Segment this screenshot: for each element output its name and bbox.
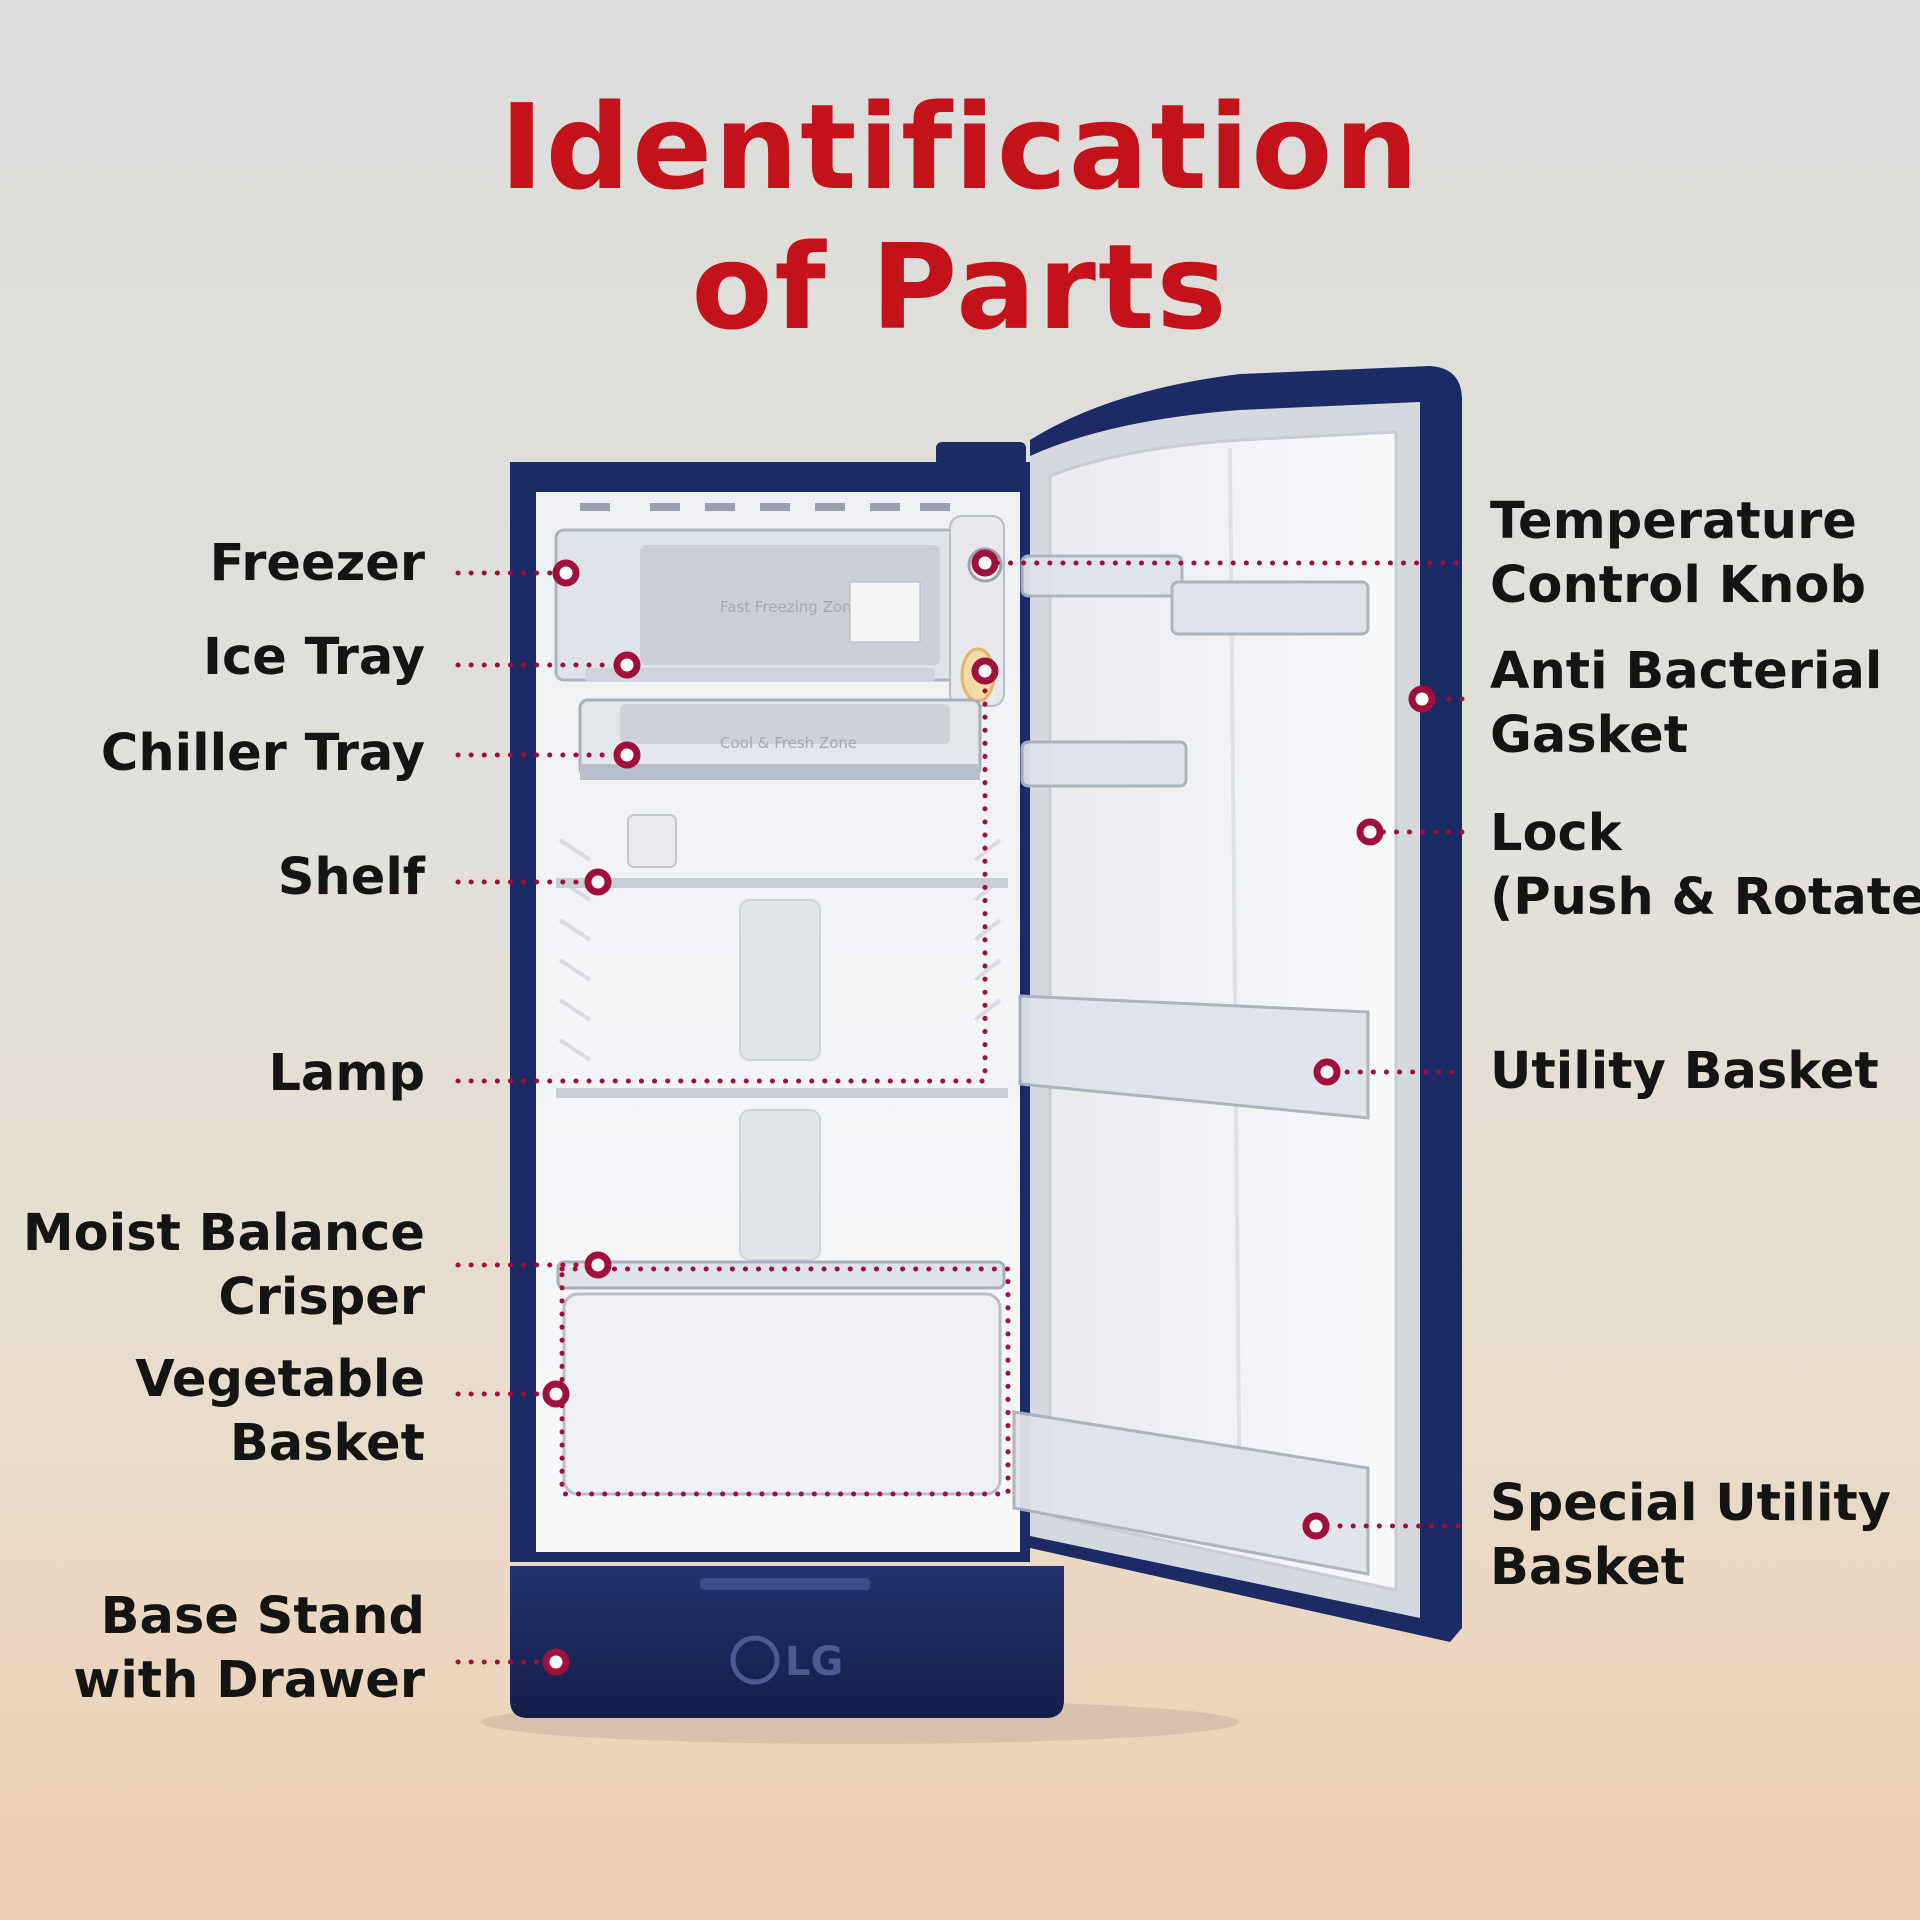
door-bin-middle	[1020, 740, 1188, 788]
door-bin-upper-left	[1020, 554, 1184, 598]
base-stand: LG	[510, 1566, 1064, 1718]
spec-sticker	[849, 581, 921, 643]
label-temperature-control-knob: Temperature Control Knob	[1490, 492, 1866, 615]
page-title-line-1: Identification	[499, 78, 1421, 216]
label-chiller-tray: Chiller Tray	[100, 724, 425, 783]
label-vegetable-basket: Vegetable Basket	[135, 1350, 425, 1473]
lg-logo-icon	[730, 1635, 780, 1685]
glass-shelf-lower	[556, 1088, 1008, 1098]
label-lamp: Lamp	[268, 1044, 425, 1103]
chiller-zone-text: Cool & Fresh Zone	[720, 734, 857, 752]
label-lock-push-rotate: Lock (Push & Rotate)	[1490, 804, 1920, 927]
label-shelf: Shelf	[277, 848, 425, 907]
label-freezer: Freezer	[209, 534, 425, 593]
label-ice-tray: Ice Tray	[203, 628, 425, 687]
label-utility-basket: Utility Basket	[1490, 1042, 1879, 1101]
callout-lines	[455, 560, 1465, 1665]
brand-logo-text: LG	[785, 1639, 843, 1685]
utility-basket-shape	[1018, 994, 1370, 1120]
water-outlet	[627, 814, 677, 868]
callout-markers	[542, 549, 1436, 1676]
fridge-door	[1012, 366, 1462, 1642]
page-title-line-2: of Parts	[691, 218, 1229, 356]
vegetable-basket	[562, 1292, 1002, 1496]
freezer-zone-text: Fast Freezing Zone	[720, 598, 861, 616]
door-bin-upper-right	[1170, 580, 1370, 636]
chiller-tray: Cool & Fresh Zone	[578, 698, 982, 780]
freezer-compartment: Fast Freezing Zone	[554, 528, 958, 682]
label-anti-bacterial-gasket: Anti Bacterial Gasket	[1490, 642, 1883, 765]
label-base-stand-with-drawer: Base Stand with Drawer	[73, 1587, 425, 1710]
label-special-utility-basket: Special Utility Basket	[1490, 1474, 1892, 1597]
glass-shelf-upper	[556, 878, 1008, 888]
label-moist-balance-crisper: Moist Balance Crisper	[22, 1204, 425, 1327]
crisper-cover	[556, 1260, 1006, 1290]
special-utility-basket-shape	[1012, 1410, 1370, 1576]
